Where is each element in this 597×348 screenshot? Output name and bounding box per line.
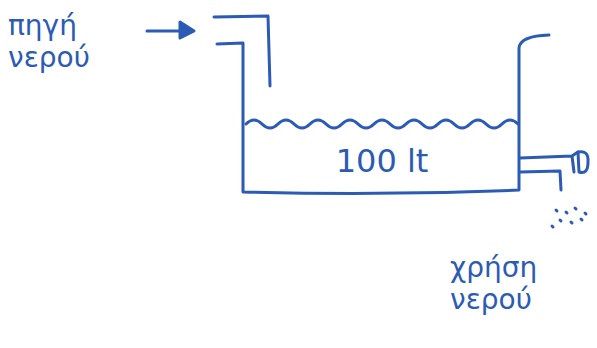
volume-text: 100 lt (336, 142, 429, 180)
source-arrow-head (180, 22, 194, 38)
tank-node: 100 lt (246, 132, 518, 190)
water-surface (246, 120, 518, 128)
outlet-pipe (520, 152, 578, 190)
use-label: χρήση νερού (450, 252, 590, 316)
water-drops (552, 208, 586, 227)
tap (578, 152, 588, 173)
tank-outline (217, 35, 549, 194)
source-label: πηγή νερού (8, 10, 128, 74)
